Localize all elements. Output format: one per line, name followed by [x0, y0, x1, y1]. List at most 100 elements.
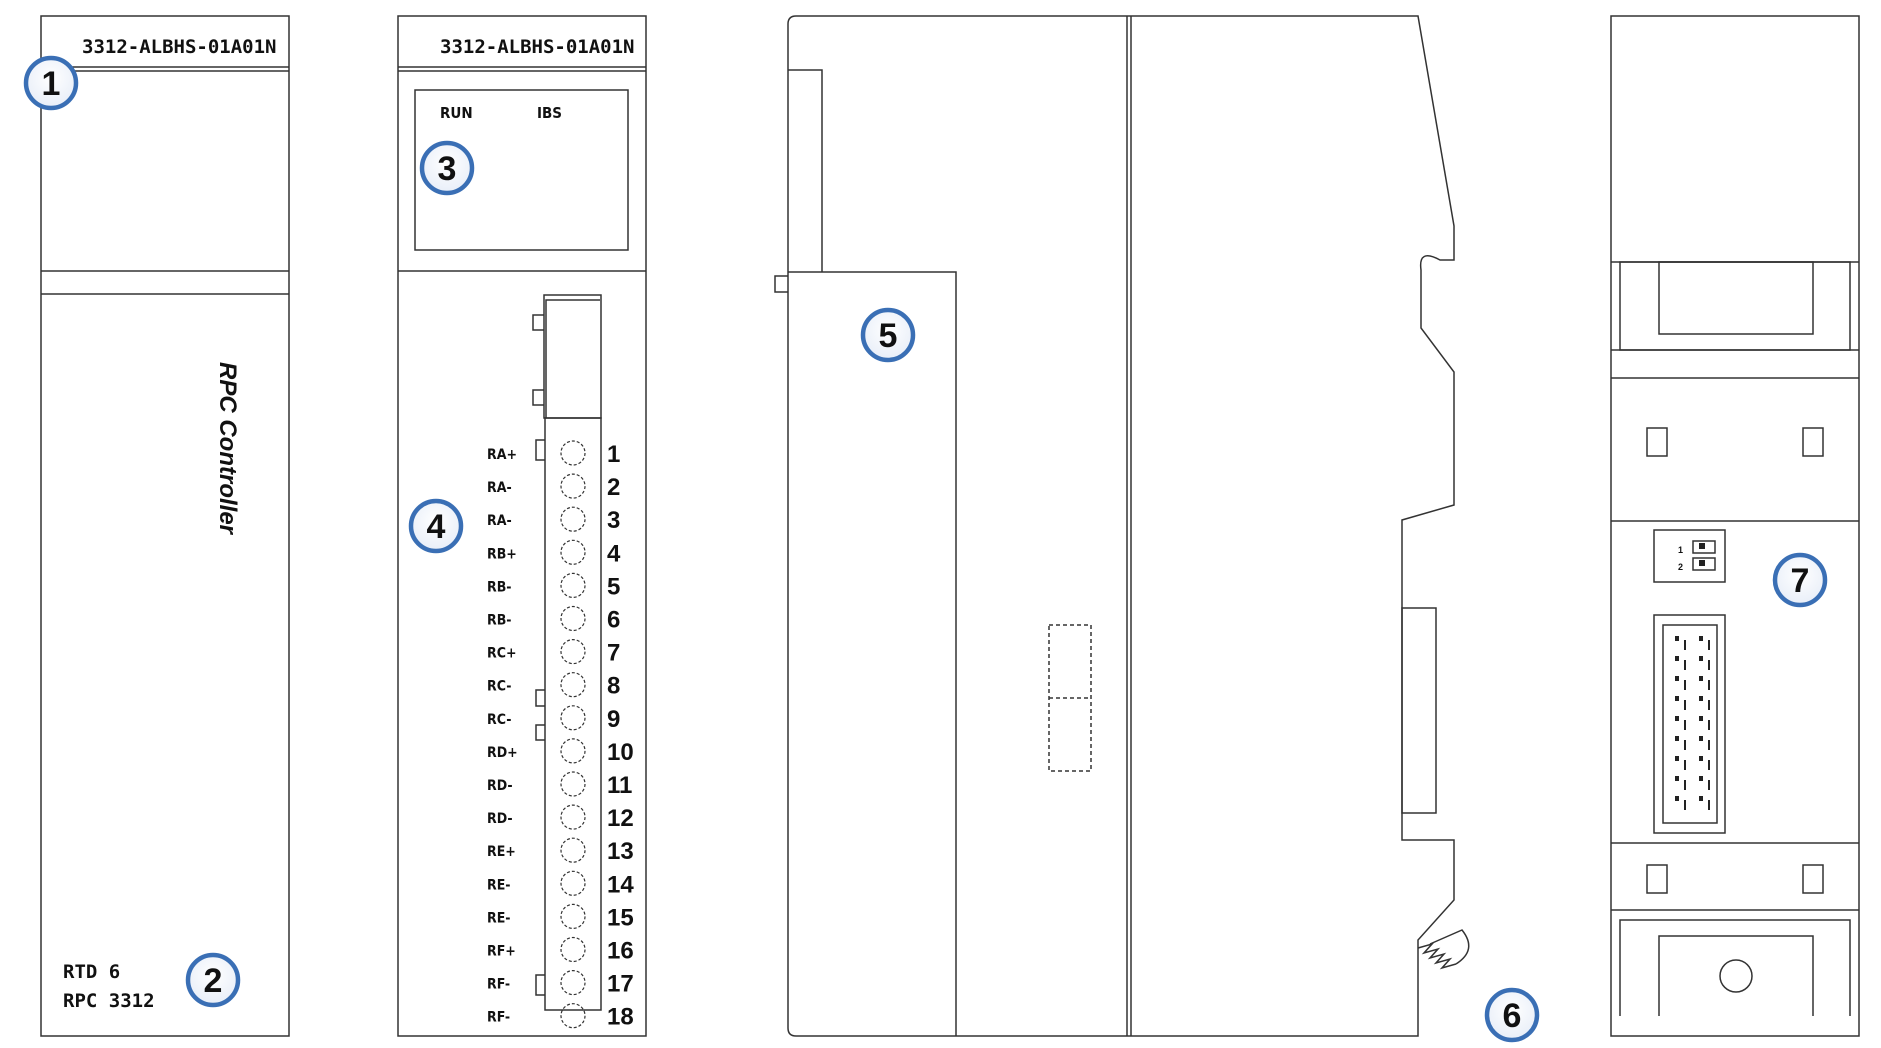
terminal-screw-icon	[560, 771, 586, 797]
header-pin-lead	[1708, 780, 1710, 790]
terminal-number: 16	[607, 938, 634, 965]
callout-number: 2	[204, 962, 223, 1000]
terminal-screw-icon	[560, 870, 586, 896]
header-pin	[1699, 636, 1703, 641]
header-pin	[1675, 716, 1679, 721]
terminal-number: 11	[607, 772, 632, 799]
callout-number: 4	[427, 508, 446, 546]
callout-number: 7	[1791, 562, 1810, 600]
rear-view	[1610, 15, 1860, 1037]
terminal-label: RF-	[487, 1010, 510, 1026]
terminal-block	[544, 417, 602, 1011]
header-pin-lead	[1708, 680, 1710, 690]
front-bottom-line2: RPC 3312	[63, 990, 155, 1012]
terminal-label: RA+	[487, 447, 517, 463]
header-pin	[1699, 696, 1703, 701]
terminal-number: 2	[607, 474, 620, 501]
header-pin	[1675, 676, 1679, 681]
callout-number: 5	[879, 317, 898, 355]
terminal-number: 1	[607, 441, 620, 468]
terminal-number: 15	[607, 904, 634, 931]
terminal-label: RE+	[487, 844, 516, 860]
header-pin	[1699, 756, 1703, 761]
terminal-label: RD+	[487, 745, 518, 761]
ribbon-header	[1653, 614, 1726, 834]
terminal-label: RD-	[487, 778, 513, 794]
terminal-number: 7	[607, 640, 620, 667]
header-pin	[1675, 796, 1679, 801]
callout-6-badge: 6	[1484, 987, 1540, 1043]
header-pin-lead	[1684, 700, 1686, 710]
callout-2-badge: 2	[185, 952, 241, 1008]
terminal-screw-icon	[560, 738, 586, 764]
callout-5-badge: 5	[860, 307, 916, 363]
terminal-screw-icon	[560, 903, 586, 930]
terminal-label: RE-	[487, 910, 511, 926]
header-pin	[1675, 756, 1679, 761]
terminal-number: 5	[607, 573, 620, 600]
dip-switch	[1653, 529, 1726, 583]
connector-latch	[543, 294, 602, 419]
header-pin	[1675, 736, 1679, 741]
terminal-label: RC-	[487, 712, 512, 728]
callout-number: 6	[1503, 997, 1522, 1035]
terminal-panel	[397, 15, 647, 1037]
header-pin-lead	[1684, 800, 1686, 810]
header-pin	[1699, 776, 1703, 781]
header-pin-lead	[1708, 740, 1710, 750]
terminal-label: RF+	[487, 944, 516, 960]
terminal-number: 12	[607, 805, 634, 832]
terminal-label: RF-	[487, 977, 510, 993]
terminal-screw-icon	[560, 936, 586, 963]
header-pin-lead	[1684, 720, 1686, 730]
header-pin-lead	[1708, 660, 1710, 670]
header-pin-lead	[1684, 640, 1686, 650]
header-pin	[1675, 636, 1679, 641]
front-model-label: 3312-ALBHS-01A01N	[82, 36, 276, 58]
terminal-label: RB-	[487, 613, 512, 629]
terminal-label: RB-	[487, 579, 512, 595]
side-view	[774, 15, 1470, 1037]
header-pin-lead	[1684, 660, 1686, 670]
led-run-label: RUN	[440, 104, 473, 122]
terminal-number: 3	[607, 507, 620, 534]
header-pin-lead	[1684, 740, 1686, 750]
front-panel	[40, 15, 290, 1037]
header-pin	[1699, 736, 1703, 741]
terminal-number: 17	[607, 971, 634, 998]
terminal-number: 8	[607, 673, 620, 700]
terminal-screw-icon	[560, 506, 586, 532]
dip-switch-marks: 1 2	[1678, 543, 1705, 572]
terminal-screw-icon	[560, 440, 586, 466]
terminal-number: 13	[607, 838, 634, 865]
header-pin	[1699, 676, 1703, 681]
header-pin	[1675, 656, 1679, 661]
terminal-label: RD-	[487, 811, 513, 827]
callout-number: 1	[42, 65, 61, 103]
header-pin-lead	[1708, 720, 1710, 730]
terminal-label: RA-	[487, 513, 512, 529]
header-pin-lead	[1684, 680, 1686, 690]
terminal-screw-icon	[560, 705, 586, 731]
terminal-screw-icon	[560, 969, 586, 996]
header-pin-lead	[1708, 640, 1710, 650]
dip-pos1-label: 1	[1678, 545, 1683, 555]
header-pin	[1675, 696, 1679, 701]
product-name-label: RPC Controller	[214, 362, 241, 536]
terminal-label: RE-	[487, 877, 511, 893]
header-pin	[1675, 776, 1679, 781]
header-pin	[1699, 716, 1703, 721]
callout-7-badge: 7	[1772, 552, 1828, 608]
terminal-number: 10	[607, 739, 634, 766]
dip-pos2-label: 2	[1678, 562, 1683, 572]
terminal-number: 4	[607, 540, 621, 567]
terminal-rows: RA+1RA-2RA-3RB+4RB-5RB-6RC+7RC-8RC-9RD+1…	[487, 440, 634, 1031]
terminal-screw-icon	[560, 1003, 586, 1029]
terminal-screw-icon	[560, 473, 586, 499]
header-pin-lead	[1684, 780, 1686, 790]
led-window	[414, 89, 629, 251]
terminal-screw-icon	[560, 539, 586, 565]
front-bottom-line1: RTD 6	[63, 961, 120, 983]
